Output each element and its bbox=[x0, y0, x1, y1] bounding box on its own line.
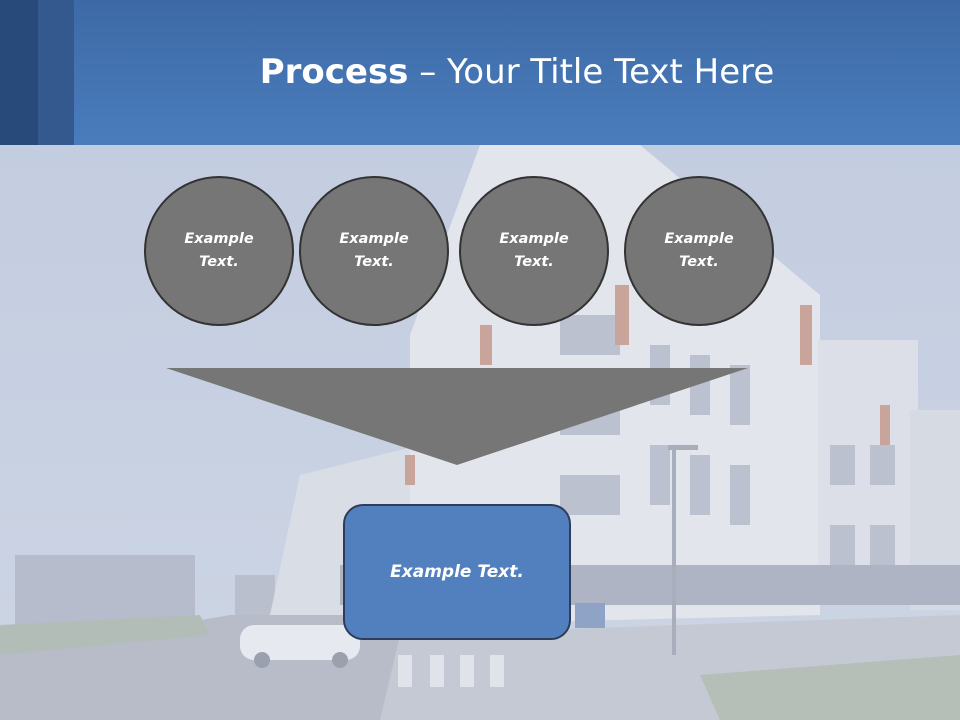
process-circle-1[interactable]: Example Text. bbox=[144, 176, 294, 326]
header-band bbox=[0, 0, 960, 145]
title-rest-part: – Your Title Text Here bbox=[408, 52, 775, 92]
slide-title[interactable]: Process – Your Title Text Here bbox=[74, 52, 960, 92]
circle-label: Example Text. bbox=[499, 231, 569, 270]
result-label: Example Text. bbox=[390, 562, 524, 582]
process-circle-4[interactable]: Example Text. bbox=[624, 176, 774, 326]
circle-label: Example Text. bbox=[184, 231, 254, 270]
header-accent-dark bbox=[0, 0, 38, 145]
title-bold-part: Process bbox=[259, 52, 409, 92]
process-circle-3[interactable]: Example Text. bbox=[459, 176, 609, 326]
circle-label: Example Text. bbox=[339, 231, 409, 270]
process-circle-2[interactable]: Example Text. bbox=[299, 176, 449, 326]
circle-label: Example Text. bbox=[664, 231, 734, 270]
header-accent-mid bbox=[38, 0, 74, 145]
result-box[interactable]: Example Text. bbox=[343, 504, 571, 640]
